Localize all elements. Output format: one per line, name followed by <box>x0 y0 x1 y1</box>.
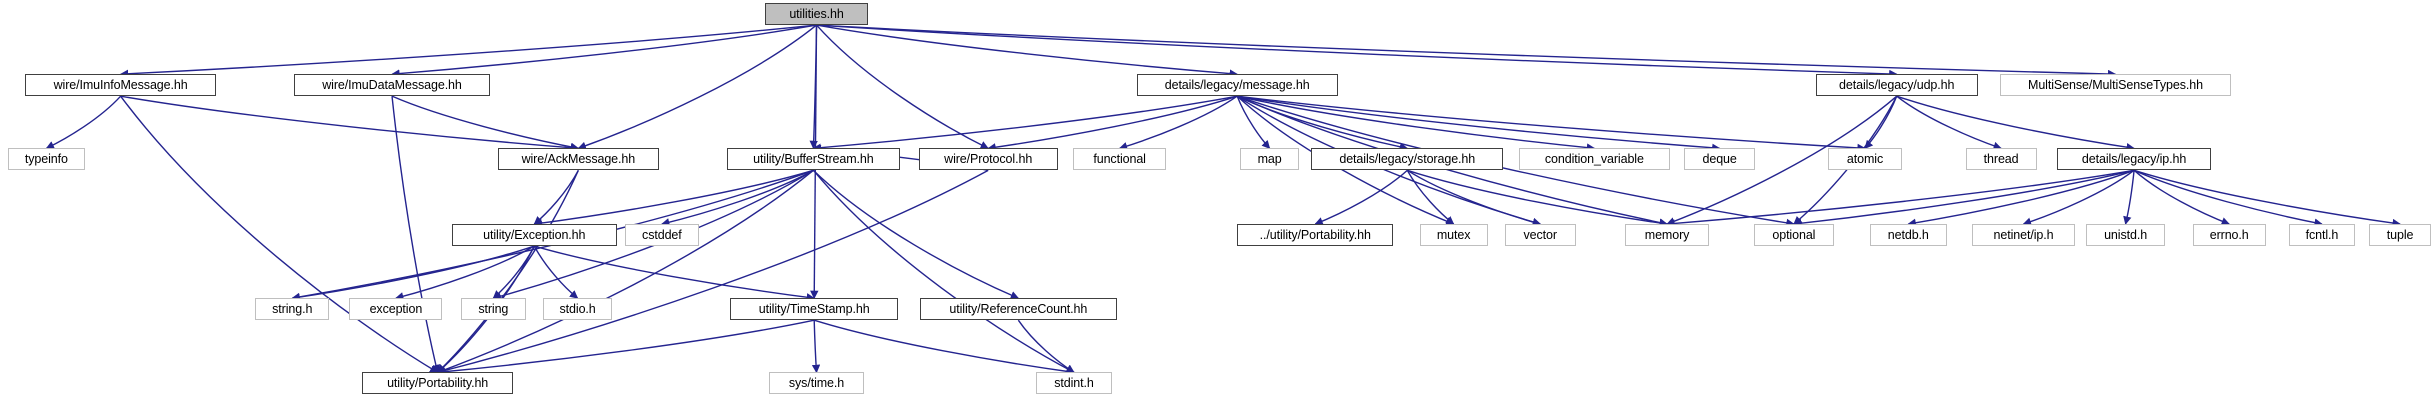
graph-node-stringh: string.h <box>255 298 330 321</box>
graph-edge <box>1236 95 1271 149</box>
graph-edge <box>812 169 1020 300</box>
graph-node-netinetip: netinet/ip.h <box>1971 224 2076 247</box>
graph-edge <box>1896 95 2135 152</box>
graph-edge <box>391 95 580 152</box>
graph-node-legacyip[interactable]: details/legacy/ip.hh <box>2056 148 2212 171</box>
graph-edge <box>987 95 1238 152</box>
graph-edge <box>1406 169 1542 227</box>
graph-node-errno: errno.h <box>2192 224 2266 247</box>
graph-edge <box>1237 95 1721 152</box>
graph-edge <box>816 24 1238 78</box>
graph-node-exception: exception <box>349 298 443 321</box>
graph-edge <box>1236 95 1409 151</box>
graph-node-unistd: unistd.h <box>2086 224 2165 247</box>
graph-edge <box>1314 169 1408 226</box>
graph-node-timestamp[interactable]: utility/TimeStamp.hh <box>729 298 899 321</box>
graph-node-ackmessage[interactable]: wire/AckMessage.hh <box>497 148 659 171</box>
graph-edge <box>533 245 579 299</box>
graph-node-cstddef: cstddef <box>624 224 699 247</box>
graph-edge <box>809 25 818 150</box>
graph-edge <box>437 170 580 373</box>
graph-node-legacymessage[interactable]: details/legacy/message.hh <box>1136 74 1338 97</box>
graph-edge <box>492 245 535 299</box>
graph-edge <box>2133 169 2401 228</box>
graph-edge <box>1907 169 2135 227</box>
graph-node-protocol[interactable]: wire/Protocol.hh <box>918 148 1058 171</box>
graph-edge <box>436 319 815 376</box>
graph-edge <box>2123 170 2135 225</box>
graph-node-deque: deque <box>1684 148 1756 171</box>
graph-edge <box>391 24 817 78</box>
graph-edge <box>2133 169 2323 227</box>
graph-edge <box>1406 169 1455 225</box>
graph-node-vector: vector <box>1504 224 1576 247</box>
graph-node-legacystorage[interactable]: details/legacy/storage.hh <box>1311 148 1504 171</box>
graph-edge <box>534 245 816 302</box>
graph-node-legacyudp[interactable]: details/legacy/udp.hh <box>1815 74 1978 97</box>
graph-node-referencecount[interactable]: utility/ReferenceCount.hh <box>920 298 1117 321</box>
graph-edge <box>1666 169 2135 228</box>
graph-node-tuple: tuple <box>2369 224 2431 247</box>
graph-node-systime: sys/time.h <box>768 372 865 395</box>
graph-node-exception_hh[interactable]: utility/Exception.hh <box>451 224 618 247</box>
graph-node-typeinfo: typeinfo <box>7 148 86 171</box>
graph-node-stdint: stdint.h <box>1036 372 1112 395</box>
graph-edge <box>119 24 817 78</box>
graph-node-fcntl: fcntl.h <box>2288 224 2356 247</box>
graph-edge <box>1864 95 1898 149</box>
graph-node-optional: optional <box>1753 224 1835 247</box>
graph-edge <box>2133 169 2230 226</box>
graph-node-multisensetypes: MultiSense/MultiSenseTypes.hh <box>1999 74 2232 97</box>
graph-node-condition_variable: condition_variable <box>1518 148 1671 171</box>
graph-node-portability_rel[interactable]: ../utility/Portability.hh <box>1237 224 1394 247</box>
graph-node-imuinfo[interactable]: wire/ImuInfoMessage.hh <box>24 74 217 97</box>
graph-edge <box>120 95 580 152</box>
graph-edge <box>813 319 1075 376</box>
graph-edge <box>812 95 1238 152</box>
graph-node-stdioh: stdio.h <box>542 298 613 321</box>
graph-edge <box>1407 169 1668 228</box>
graph-edge <box>1237 95 1866 153</box>
graph-edge <box>816 24 1898 79</box>
graph-node-portability[interactable]: utility/Portability.hh <box>361 372 514 395</box>
graph-node-mutex: mutex <box>1419 224 1488 247</box>
graph-edge <box>1793 169 2135 228</box>
graph-edge <box>120 95 439 373</box>
graph-node-atomic: atomic <box>1827 148 1903 171</box>
graph-edge <box>533 170 579 225</box>
graph-node-map: map <box>1240 148 1299 171</box>
graph-edge <box>395 245 535 301</box>
graph-edge <box>436 169 814 374</box>
graph-node-bufferstream[interactable]: utility/BufferStream.hh <box>726 148 900 171</box>
graph-edge <box>2022 169 2135 226</box>
graph-edge <box>45 95 122 149</box>
graph-node-memory: memory <box>1625 224 1709 247</box>
graph-edge <box>812 169 1075 373</box>
graph-edge <box>661 169 814 227</box>
graph-node-imudata[interactable]: wire/ImuDataMessage.hh <box>293 74 491 97</box>
graph-node-netdb: netdb.h <box>1869 224 1947 247</box>
graph-edge <box>436 169 989 375</box>
graph-edge <box>1236 95 1596 152</box>
graph-edge <box>391 96 440 374</box>
graph-edge <box>533 169 814 228</box>
graph-edge <box>811 320 821 374</box>
graph-node-utilities[interactable]: utilities.hh <box>765 3 868 26</box>
graph-node-thread: thread <box>1965 148 2037 171</box>
graph-edge <box>1118 95 1238 151</box>
graph-edge <box>1017 319 1075 373</box>
graph-edge <box>816 24 2117 79</box>
graph-node-functional: functional <box>1073 148 1166 171</box>
graph-edge <box>815 24 989 149</box>
graph-edge <box>1896 95 2002 150</box>
graph-edge <box>291 245 535 302</box>
graph-node-string: string <box>460 298 526 321</box>
graph-edge <box>577 24 817 150</box>
